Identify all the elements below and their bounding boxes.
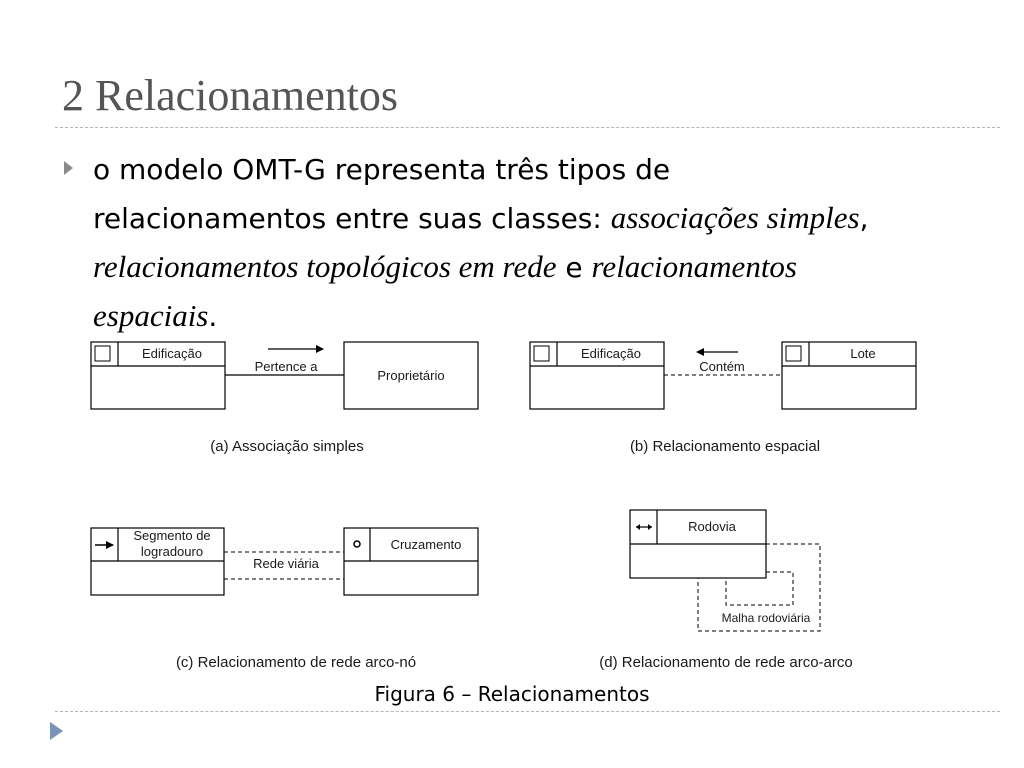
bottom-divider bbox=[55, 711, 1000, 712]
slide-title: 2 Relacionamentos bbox=[62, 71, 399, 120]
diagram-d: Rodovia Malha rodoviária (d) Relacioname… bbox=[599, 509, 853, 671]
class-box-cruzamento: Cruzamento bbox=[343, 527, 479, 596]
class-box-rodovia: Rodovia bbox=[629, 509, 767, 579]
class-box-edificacao-a: Edificação bbox=[90, 341, 226, 410]
figure-caption: Figura 6 – Relacionamentos bbox=[374, 682, 650, 706]
bullet-text-end: . bbox=[208, 300, 218, 333]
bullet-arrow-icon bbox=[64, 161, 73, 175]
diagram-a: Edificação Pertence a Proprietário (a) A… bbox=[90, 341, 479, 455]
polygon-icon bbox=[94, 345, 111, 362]
bullet-text-plain-2: e bbox=[556, 251, 592, 284]
caption-c: (c) Relacionamento de rede arco-nó bbox=[176, 654, 416, 671]
polygon-icon bbox=[785, 345, 802, 362]
relation-label: Rede viária bbox=[253, 556, 320, 571]
class-name: Cruzamento bbox=[391, 537, 462, 552]
corner-triangle-icon bbox=[50, 722, 63, 740]
class-box-edificacao-b: Edificação bbox=[529, 341, 665, 410]
class-box-proprietario: Proprietário bbox=[343, 341, 479, 410]
class-box-segmento-logradouro: Segmento de logradouro bbox=[90, 527, 225, 596]
bullet-text-plain-1: o modelo OMT-G representa três tipos de … bbox=[93, 153, 671, 235]
caption-d: (d) Relacionamento de rede arco-arco bbox=[599, 654, 852, 671]
class-box-lote: Lote bbox=[781, 341, 917, 410]
diagram-c: Segmento de logradouro Rede viária Cruza… bbox=[90, 527, 479, 671]
relation-label: Malha rodoviária bbox=[722, 611, 811, 625]
bullet-text-italic-3: relacionamentos espaciais bbox=[93, 249, 797, 333]
class-name: Edificação bbox=[142, 346, 202, 361]
caption-a: (a) Associação simples bbox=[210, 438, 363, 455]
polygon-icon bbox=[533, 345, 550, 362]
bullet-text-italic-2: relacionamentos topológicos em rede bbox=[93, 249, 557, 284]
bullet-text: o modelo OMT-G representa três tipos de … bbox=[93, 146, 893, 341]
class-name-line2: logradouro bbox=[141, 544, 203, 559]
class-name-line1: Segmento de bbox=[133, 528, 210, 543]
diagram-b: Edificação Contém Lote (b) Relacionament… bbox=[529, 341, 917, 455]
class-name: Proprietário bbox=[377, 368, 444, 383]
class-name: Rodovia bbox=[688, 519, 736, 534]
bullet-text-italic-1: associações simples bbox=[610, 200, 860, 235]
top-divider bbox=[55, 127, 1000, 128]
bidirectional-arc-icon bbox=[636, 524, 652, 530]
relation-label: Contém bbox=[699, 359, 745, 374]
caption-b: (b) Relacionamento espacial bbox=[630, 438, 820, 455]
relation-label: Pertence a bbox=[255, 359, 319, 374]
class-name: Lote bbox=[850, 346, 875, 361]
class-name: Edificação bbox=[581, 346, 641, 361]
bullet-text-sep-1: , bbox=[859, 202, 869, 235]
node-icon bbox=[353, 540, 361, 548]
